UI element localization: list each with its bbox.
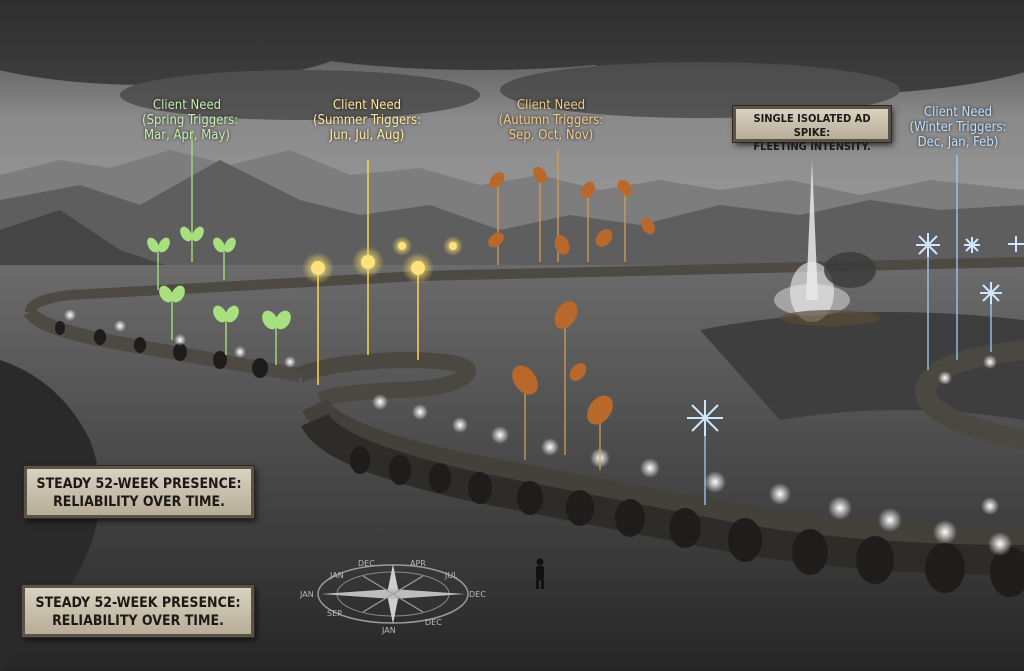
bridge-lamps bbox=[64, 309, 1012, 556]
spring-label-title: Client Need bbox=[152, 98, 222, 113]
winter-label-line2: (Winter Triggers: bbox=[909, 120, 1007, 135]
compass-mark-3: APR bbox=[410, 559, 426, 568]
compass-mark-left: JAN bbox=[299, 590, 314, 599]
spring-label-line3: Mar, Apr, May) bbox=[144, 128, 230, 143]
storm-clouds bbox=[0, 0, 1024, 120]
steady-presence-plaque-bottom: Steady 52-week presence: reliability ove… bbox=[22, 585, 254, 637]
bridge-arches bbox=[55, 321, 1024, 597]
steady-plaque-top-line2: reliability over time. bbox=[53, 494, 225, 510]
bridge-far bbox=[25, 257, 1024, 314]
summer-label-title: Client Need bbox=[332, 98, 402, 113]
autumn-label-title: Client Need bbox=[516, 98, 586, 113]
winter-trigger-label: Client Need (Winter Triggers: Dec, Jan, … bbox=[906, 105, 1010, 150]
spring-trigger-label: Client Need (Spring Triggers: Mar, Apr, … bbox=[142, 98, 239, 143]
autumn-label-line3: Sep, Oct, Nov) bbox=[508, 128, 594, 143]
compass-rose-icon bbox=[317, 564, 469, 624]
spring-label-line2: (Spring Triggers: bbox=[142, 113, 239, 128]
compass-mark-4: JUL bbox=[444, 571, 458, 580]
sprout-icons bbox=[147, 226, 291, 330]
ad-spike-plaque: Single isolated ad spike: fleeting inten… bbox=[733, 106, 891, 153]
compass-mark-bottom-right: DEC bbox=[425, 618, 442, 627]
compass-mark-bottom: JAN bbox=[381, 626, 396, 635]
autumn-label-line2: (Autumn Triggers: bbox=[498, 113, 604, 128]
walking-figure bbox=[536, 558, 544, 589]
bridge-loop bbox=[296, 351, 476, 408]
snowflake-icons bbox=[687, 233, 1024, 436]
compass-mark-bottom-left: SEP bbox=[327, 609, 342, 618]
compass-mark-1: JAN bbox=[329, 571, 344, 580]
steady-plaque-bottom-line2: reliability over time. bbox=[52, 613, 224, 629]
compass-mark-2: DEC bbox=[358, 559, 375, 568]
winter-label-line3: Dec, Jan, Feb) bbox=[917, 135, 999, 150]
sun-icons bbox=[302, 236, 463, 284]
summer-trigger-label: Client Need (Summer Triggers: Jun, Jul, … bbox=[312, 98, 422, 143]
steady-plaque-bottom-line1: Steady 52-week presence: bbox=[35, 595, 241, 611]
ad-spike-plaque-line2: fleeting intensity. bbox=[753, 140, 871, 153]
autumn-trigger-label: Client Need (Autumn Triggers: Sep, Oct, … bbox=[497, 98, 605, 143]
mid-mountains bbox=[0, 160, 1024, 280]
compass-labels: JAN DEC APR JUL JAN DEC SEP JAN DEC bbox=[299, 559, 486, 635]
summer-label-line3: Jun, Jul, Aug) bbox=[329, 128, 405, 143]
ad-spike-explosion bbox=[774, 160, 880, 326]
leaf-icons bbox=[488, 166, 655, 425]
steady-presence-plaque-top: Steady 52-week presence: reliability ove… bbox=[24, 466, 254, 518]
summer-label-line2: (Summer Triggers: bbox=[312, 113, 422, 128]
ad-spike-plaque-line1: Single isolated ad spike: bbox=[753, 112, 871, 139]
winter-label-title: Client Need bbox=[923, 105, 993, 120]
right-hillside bbox=[700, 312, 1024, 420]
compass-mark-right: DEC bbox=[469, 590, 486, 599]
steady-plaque-top-line1: Steady 52-week presence: bbox=[36, 476, 242, 492]
bridge-right-loop bbox=[914, 340, 1024, 450]
